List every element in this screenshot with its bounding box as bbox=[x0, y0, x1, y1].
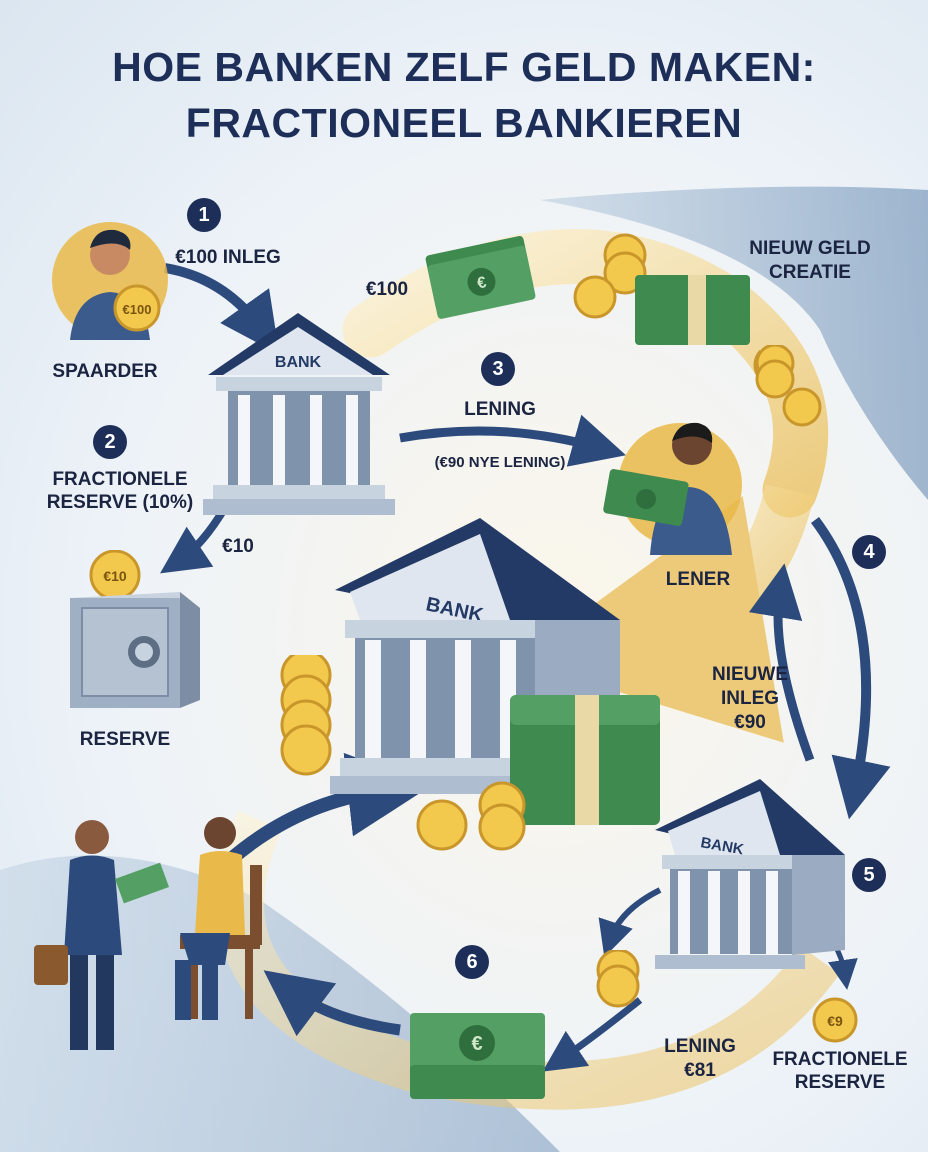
step-1-badge: 1 bbox=[187, 198, 221, 232]
euro-bill-1: € bbox=[476, 274, 488, 292]
bank-central-illustration: BANK bbox=[330, 518, 620, 794]
loan-label: LENING bbox=[464, 399, 536, 420]
saver-illustration: €100 bbox=[52, 222, 168, 340]
new-money-label-1: NIEUW GELD bbox=[749, 238, 871, 259]
borrower-label: LENER bbox=[665, 569, 731, 590]
deposit-label: €100 INLEG bbox=[175, 247, 281, 268]
euro-bill-bottom: € bbox=[471, 1033, 482, 1055]
fractional-reserve-label-2: RESERVE (10%) bbox=[46, 492, 194, 513]
arrow-to-couple bbox=[263, 970, 401, 1037]
fractional-reserve-label-4: RESERVE bbox=[794, 1072, 886, 1093]
step-3-badge: 3 bbox=[481, 352, 515, 386]
step-5-badge: 5 bbox=[852, 858, 886, 892]
bank-small-illustration: BANK bbox=[655, 779, 845, 969]
central-money-pile bbox=[280, 655, 660, 851]
arrow-loan bbox=[399, 414, 627, 467]
money-pile-top: € bbox=[425, 233, 760, 381]
arrow-new-deposit-down bbox=[810, 517, 891, 820]
fractional-reserve-label-3: FRACTIONELE bbox=[772, 1049, 908, 1070]
reserve-label: RESERVE bbox=[79, 729, 171, 750]
bank-1-illustration: BANK bbox=[203, 313, 395, 515]
coin-saver-text: €100 bbox=[123, 302, 152, 317]
couple-illustration bbox=[34, 817, 262, 1050]
new-deposit-label-2: INLEG bbox=[720, 688, 780, 709]
arrow-deposit bbox=[164, 263, 280, 355]
arrow-to-coins bbox=[598, 887, 662, 958]
fractional-reserve-label-1: FRACTIONELE bbox=[52, 469, 188, 490]
bank-1-sign: BANK bbox=[275, 354, 322, 371]
amount-10-label: €10 bbox=[222, 536, 254, 557]
coin-stack-small bbox=[596, 950, 640, 1008]
title-line-1: HOE BANKEN ZELF GELD MAKEN: bbox=[112, 44, 816, 90]
blue-band-top bbox=[540, 186, 928, 500]
gold-swirl-right bbox=[516, 483, 815, 743]
title-line-2: FRACTIONEEL BANKIEREN bbox=[185, 100, 743, 146]
new-money-label-2: CREATIE bbox=[769, 262, 851, 283]
coin-stack-right bbox=[755, 345, 822, 427]
borrower-illustration bbox=[603, 422, 742, 555]
saver-label: SPAARDER bbox=[52, 361, 158, 382]
new-deposit-label-3: €90 bbox=[734, 712, 766, 733]
step-2-badge: 2 bbox=[93, 425, 127, 459]
loan-81-label-1: LENING bbox=[664, 1036, 736, 1057]
coin-9-illustration: €9 bbox=[812, 997, 858, 1043]
loan-new-label: (€90 NYE LENING) bbox=[434, 454, 566, 471]
reserve-safe-illustration: €10 bbox=[70, 550, 200, 708]
step-6-badge: 6 bbox=[455, 945, 489, 979]
arrow-new-deposit-up bbox=[748, 563, 815, 762]
amount-100-label: €100 bbox=[365, 279, 409, 300]
cash-stack-bottom: € bbox=[410, 1013, 545, 1099]
new-deposit-label-1: NIEUWE bbox=[712, 664, 788, 685]
coin-safe-text: €10 bbox=[103, 568, 127, 584]
step-4-badge: 4 bbox=[852, 535, 886, 569]
arrow-loan81 bbox=[542, 997, 643, 1072]
loan-81-label-2: €81 bbox=[684, 1060, 716, 1081]
coin-9-text: €9 bbox=[827, 1013, 843, 1029]
